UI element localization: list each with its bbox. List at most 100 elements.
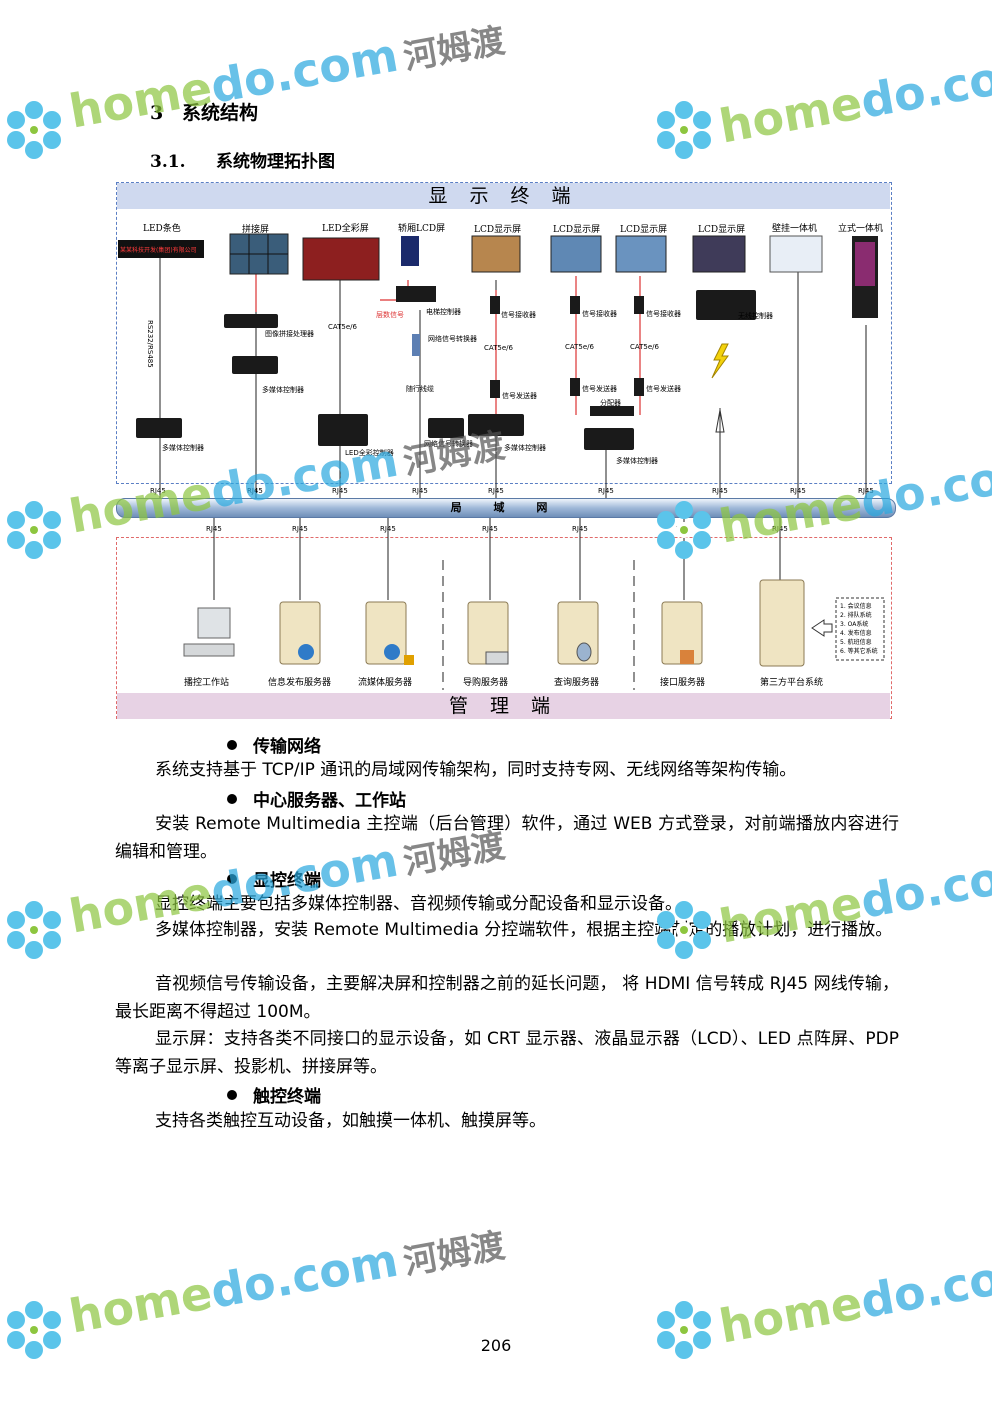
flower-logo-icon	[7, 101, 61, 159]
rj45-label: RJ45	[247, 487, 263, 495]
page-number: 206	[480, 1336, 512, 1355]
server-label-info: 信息发布服务器	[268, 678, 332, 688]
third-party-item: 6. 等其它系统	[840, 648, 878, 655]
rj45-label: RJ45	[712, 487, 728, 495]
elevator-ctrl-label: 电梯控制器	[426, 308, 461, 316]
device-label-led-full: LED全彩屏	[322, 224, 369, 234]
paragraph: 支持各类触控互动设备，如触摸一体机、触摸屏等。	[155, 1111, 546, 1131]
mm-ctrl-3-label: 多媒体控制器	[504, 444, 546, 452]
recv-1-label: 信号接收器	[501, 311, 536, 319]
rj45-label: RJ45	[790, 487, 806, 495]
bullet-heading: 中心服务器、工作站	[227, 786, 406, 811]
paragraph: 显示屏：支持各类不同接口的显示设备，如 CRT 显示器、液晶显示器（LCD）、L…	[115, 1029, 899, 1077]
device-label-splice: 拼接屏	[242, 225, 270, 235]
subsection-heading: 3.1. 系统物理拓扑图	[150, 147, 335, 172]
rj45-label: RJ45	[598, 487, 614, 495]
bullet-dot-icon	[227, 794, 237, 804]
server-label-stream: 流媒体服务器	[358, 678, 413, 688]
paragraph: 安装 Remote Multimedia 主控端（后台管理）软件，通过 WEB …	[115, 814, 899, 862]
paragraph: 多媒体控制器，安装 Remote Multimedia 分控端软件，根据主控端制…	[155, 920, 893, 940]
flower-logo-icon	[657, 1301, 711, 1359]
bullet-heading: 显控终端	[227, 866, 321, 891]
cat-4-label: CAT5e/6	[630, 343, 659, 351]
third-party-item: 5. 航班信息	[840, 639, 872, 646]
device-label-stand: 立式一体机	[838, 224, 884, 234]
third-party-item: 4. 发布信息	[840, 630, 872, 637]
cat-2-label: CAT5e/6	[484, 344, 513, 352]
rj45-label: RJ45	[292, 525, 308, 533]
device-label-wall: 壁挂一体机	[772, 224, 818, 234]
rj45-label: RJ45	[332, 487, 348, 495]
paragraph: 音视频信号传输设备，主要解决屏和控制器之前的延长问题， 将 HDMI 信号转成 …	[115, 974, 899, 1022]
rj45-label: RJ45	[380, 525, 396, 533]
server-label-interface: 接口服务器	[660, 678, 706, 688]
cat-1-label: CAT5e/6	[328, 323, 357, 331]
bullet-heading: 触控终端	[227, 1082, 321, 1107]
server-label-query: 查询服务器	[554, 678, 600, 688]
device-label-lcd-3: LCD显示屏	[620, 225, 668, 235]
device-label-led-bar: LED条色	[143, 224, 181, 234]
bullet-title: 触控终端	[253, 1087, 321, 1107]
wireless-ctrl-label: 无线控制器	[738, 312, 773, 320]
third-party-item: 3. OA系统	[840, 621, 869, 628]
flower-logo-icon	[7, 901, 61, 959]
subsection-title: 系统物理拓扑图	[216, 152, 335, 172]
rj45-label: RJ45	[412, 487, 428, 495]
third-party-item: 1. 会议信息	[840, 603, 872, 610]
display-terminal-title: 显 示 终 端	[117, 183, 890, 209]
flower-logo-icon	[7, 501, 61, 559]
trailing-cable-label: 随行线缆	[406, 385, 434, 393]
recv-3-label: 信号接收器	[646, 310, 681, 318]
section-heading: 3 系统结构	[150, 98, 258, 125]
img-proc-label: 图像拼接处理器	[265, 330, 314, 338]
rj45-label: RJ45	[488, 487, 504, 495]
recv-2-label: 信号接收器	[582, 310, 617, 318]
bullet-title: 传输网络	[253, 737, 321, 757]
rs-label: RS232/RS485	[146, 320, 154, 368]
section-number: 3	[150, 102, 164, 124]
paragraph: 系统支持基于 TCP/IP 通讯的局域网传输架构，同时支持专网、无线网络等架构传…	[155, 760, 797, 780]
flower-logo-icon	[657, 501, 711, 559]
server-label-third-party: 第三方平台系统	[760, 678, 824, 688]
bullet-title: 显控终端	[253, 871, 321, 891]
mm-ctrl-4-label: 多媒体控制器	[616, 457, 658, 465]
send-3-label: 信号发送器	[646, 385, 681, 393]
paragraph: 显控终端主要包括多媒体控制器、音视频传输或分配设备和显示设备。	[155, 894, 682, 914]
management-title: 管 理 端	[117, 693, 890, 719]
lan-bus: 局 域 网	[116, 498, 896, 518]
rj45-label: RJ45	[482, 525, 498, 533]
bullet-dot-icon	[227, 874, 237, 884]
led-ctrl-label: LED全彩控制器	[345, 449, 394, 457]
bullet-dot-icon	[227, 740, 237, 750]
rj45-label: RJ45	[858, 487, 874, 495]
device-label-lcd-2: LCD显示屏	[553, 225, 601, 235]
third-party-item: 2. 排队系统	[840, 612, 872, 619]
floor-signal-label: 层数信号	[376, 311, 404, 319]
send-1-label: 信号发送器	[502, 392, 537, 400]
third-party-list: 1. 会议信息 2. 排队系统 3. OA系统 4. 发布信息 5. 航班信息 …	[840, 602, 878, 656]
subsection-number: 3.1.	[150, 152, 186, 172]
flower-logo-icon	[7, 1301, 61, 1359]
flower-logo-icon	[657, 901, 711, 959]
mm-ctrl-2-label: 多媒体控制器	[262, 386, 304, 394]
bullet-title: 中心服务器、工作站	[253, 791, 406, 811]
device-label-car-lcd: 轿厢LCD屏	[398, 224, 446, 234]
device-label-lcd-1: LCD显示屏	[474, 225, 522, 235]
bullet-dot-icon	[227, 1090, 237, 1100]
device-label-lcd-4: LCD显示屏	[698, 225, 746, 235]
section-title: 系统结构	[182, 102, 259, 124]
mm-ctrl-1-label: 多媒体控制器	[162, 444, 204, 452]
server-label-workstation: 播控工作站	[184, 678, 230, 688]
cat-3-label: CAT5e/6	[565, 343, 594, 351]
rj45-label: RJ45	[206, 525, 222, 533]
net-conv-label: 网络信号转换器	[428, 335, 477, 343]
net-conv2-label: 网络信号转换器	[424, 440, 473, 448]
flower-logo-icon	[657, 101, 711, 159]
server-label-guide: 导购服务器	[463, 678, 509, 688]
rj45-label: RJ45	[772, 525, 788, 533]
rj45-label: RJ45	[572, 525, 588, 533]
splitter-label: 分配器	[600, 399, 621, 407]
rj45-label: RJ45	[150, 487, 166, 495]
led-ticker-text: 某某科技开发(集团)有限公司	[120, 247, 197, 254]
